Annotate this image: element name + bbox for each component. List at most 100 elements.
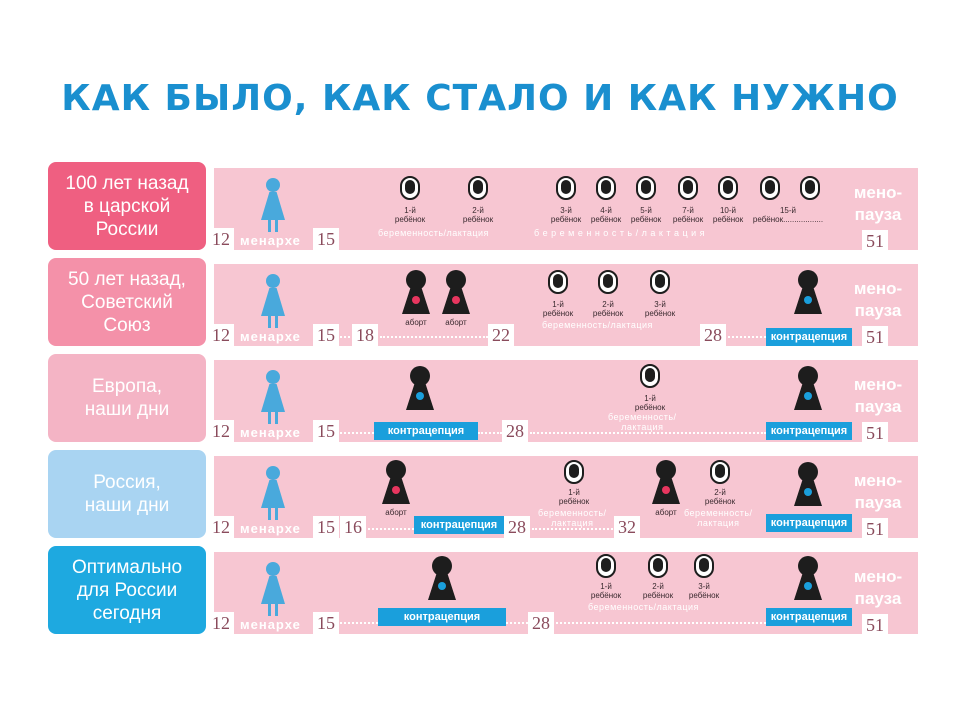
girl-icon [257, 370, 289, 424]
baby-icon [548, 270, 568, 294]
age-51: 51 [862, 422, 888, 444]
row-label: 50 лет назад, Советский Союз [48, 258, 206, 346]
baby-icon [596, 176, 616, 200]
age-51: 51 [862, 614, 888, 636]
pregnancy-label: беременность/лактация [378, 228, 489, 238]
woman-abortion-icon [398, 270, 434, 314]
child-caption: 2-й ребёнок [704, 488, 736, 506]
age-12: 12 [208, 324, 234, 346]
age-12: 12 [208, 612, 234, 634]
contraception-bar: контрацепция [414, 516, 504, 534]
menarche-label: менархе [240, 425, 301, 440]
dotted-line [530, 432, 766, 434]
abortion-caption: аборт [655, 508, 677, 517]
dotted-line [556, 622, 766, 624]
baby-icon [678, 176, 698, 200]
dotted-line [368, 528, 414, 530]
child-caption: 3-й ребёнок [550, 206, 582, 224]
child-caption: 5-й ребёнок [630, 206, 662, 224]
woman-abortion-icon [648, 460, 684, 504]
age-12: 12 [208, 420, 234, 442]
age-51: 51 [862, 230, 888, 252]
age-28: 28 [528, 612, 554, 634]
pregnancy-label: беременность/лактация [542, 320, 653, 330]
row-label: Россия, наши дни [48, 450, 206, 538]
age-18: 18 [352, 324, 378, 346]
child-caption: 1-й ребёнок [634, 394, 666, 412]
menopause-label: мено- пауза [853, 375, 903, 416]
age-12: 12 [208, 228, 234, 250]
age-16: 16 [340, 516, 366, 538]
dotted-line [340, 336, 354, 338]
menarche-label: менархе [240, 617, 301, 632]
contraception-bar: контрацепция [374, 422, 478, 440]
menarche-label: менархе [240, 233, 301, 248]
baby-icon [800, 176, 820, 200]
age-28: 28 [502, 420, 528, 442]
baby-icon [640, 364, 660, 388]
age-15: 15 [313, 324, 339, 346]
child-caption: 1-й ребёнок [590, 582, 622, 600]
dotted-line [532, 528, 616, 530]
pregnancy-label: беременность/ лактация [684, 508, 753, 528]
abortion-caption: аборт [445, 318, 467, 327]
baby-icon [718, 176, 738, 200]
row-label: Европа, наши дни [48, 354, 206, 442]
menarche-label: менархе [240, 521, 301, 536]
menopause-label: мено- пауза [853, 567, 903, 608]
baby-icon [400, 176, 420, 200]
baby-icon [694, 554, 714, 578]
baby-icon [598, 270, 618, 294]
menopause-label: мено- пауза [853, 183, 903, 224]
contraception-bar: контрацепция [766, 422, 852, 440]
baby-icon [596, 554, 616, 578]
pregnancy-label: б е р е м е н н о с т ь / л а к т а ц и … [534, 228, 706, 238]
baby-icon [650, 270, 670, 294]
row-label: Оптимально для России сегодня [48, 546, 206, 634]
contraception-bar: контрацепция [766, 328, 852, 346]
baby-icon [648, 554, 668, 578]
child-caption: 1-й ребёнок [394, 206, 426, 224]
dotted-line [506, 622, 528, 624]
girl-icon [257, 274, 289, 328]
pregnancy-label: беременность/ лактация [608, 412, 677, 432]
dotted-line [340, 622, 378, 624]
age-12: 12 [208, 516, 234, 538]
age-15: 15 [313, 612, 339, 634]
child-caption: 10-й ребёнок [712, 206, 744, 224]
menopause-label: мено- пауза [853, 279, 903, 320]
baby-icon [710, 460, 730, 484]
child-caption: 1-й ребёнок [558, 488, 590, 506]
child-caption: 3-й ребёнок [644, 300, 676, 318]
child-caption: 2-й ребёнок [642, 582, 674, 600]
row-optimal-russia: Оптимально для России сегодня 12 менархе… [48, 546, 918, 636]
woman-abortion-icon [438, 270, 474, 314]
baby-icon [556, 176, 576, 200]
age-15: 15 [313, 420, 339, 442]
woman-icon [790, 366, 826, 410]
child-caption: 2-й ребёнок [592, 300, 624, 318]
child-caption: 15-й ребёнок.................. [752, 206, 824, 224]
row-europe-today: Европа, наши дни 12 менархе 15 контрацеп… [48, 354, 918, 444]
contraception-bar: контрацепция [766, 514, 852, 532]
page-title: КАК БЫЛО, КАК СТАЛО И КАК НУЖНО [61, 78, 899, 119]
age-32: 32 [614, 516, 640, 538]
woman-icon [424, 556, 460, 600]
child-caption: 1-й ребёнок [542, 300, 574, 318]
woman-icon [402, 366, 438, 410]
baby-icon [636, 176, 656, 200]
woman-icon [790, 270, 826, 314]
age-22: 22 [488, 324, 514, 346]
menarche-label: менархе [240, 329, 301, 344]
pregnancy-label: беременность/лактация [588, 602, 699, 612]
baby-icon [564, 460, 584, 484]
girl-icon [257, 178, 289, 232]
abortion-caption: аборт [385, 508, 407, 517]
age-51: 51 [862, 326, 888, 348]
woman-abortion-icon [378, 460, 414, 504]
dotted-line [340, 432, 374, 434]
woman-icon [790, 462, 826, 506]
pregnancy-label: беременность/ лактация [538, 508, 607, 528]
contraception-bar: контрацепция [378, 608, 506, 626]
row-tsarist-russia: 100 лет назад в царской России 12 менарх… [48, 162, 918, 252]
